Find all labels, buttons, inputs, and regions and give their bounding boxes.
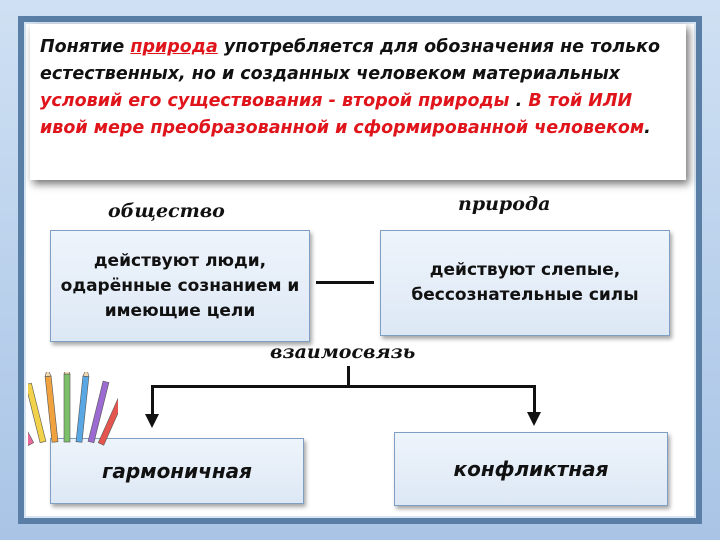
arrow-left-shaft bbox=[151, 385, 154, 415]
text-part-5: . bbox=[509, 91, 529, 111]
arrow-left-head bbox=[145, 414, 159, 428]
arrow-stem bbox=[347, 366, 350, 386]
label-relation: взаимосвязь bbox=[270, 341, 416, 363]
arrow-right-shaft bbox=[533, 385, 536, 413]
box-nature-description: действуют слепые, бессознательные силы bbox=[380, 230, 670, 336]
text-part-7: . bbox=[644, 118, 651, 138]
box-conflicting: конфликтная bbox=[394, 432, 668, 506]
arrow-branch bbox=[151, 385, 536, 388]
arrow-right-head bbox=[527, 412, 541, 426]
text-part-3: употребляется для обозначения не только … bbox=[40, 37, 661, 84]
colored-pencils-icon bbox=[28, 372, 118, 446]
text-highlight-conditions: условий его существования - второй приро… bbox=[40, 91, 510, 111]
text-highlight-transformed: В той ИЛИ ивой мере преобразованной и сф… bbox=[40, 91, 645, 138]
heading-nature: природа bbox=[458, 193, 551, 215]
heading-society: общество bbox=[108, 200, 225, 222]
text-term-nature: природа bbox=[130, 37, 218, 57]
box-harmonious: гармоничная bbox=[50, 438, 304, 504]
box-society-description: действуют люди, одарённые сознанием и им… bbox=[50, 230, 310, 342]
text-part-1: Понятие bbox=[40, 37, 131, 57]
definition-text-box: Понятие природа употребляется для обозна… bbox=[30, 24, 686, 180]
connector-line bbox=[316, 281, 374, 284]
